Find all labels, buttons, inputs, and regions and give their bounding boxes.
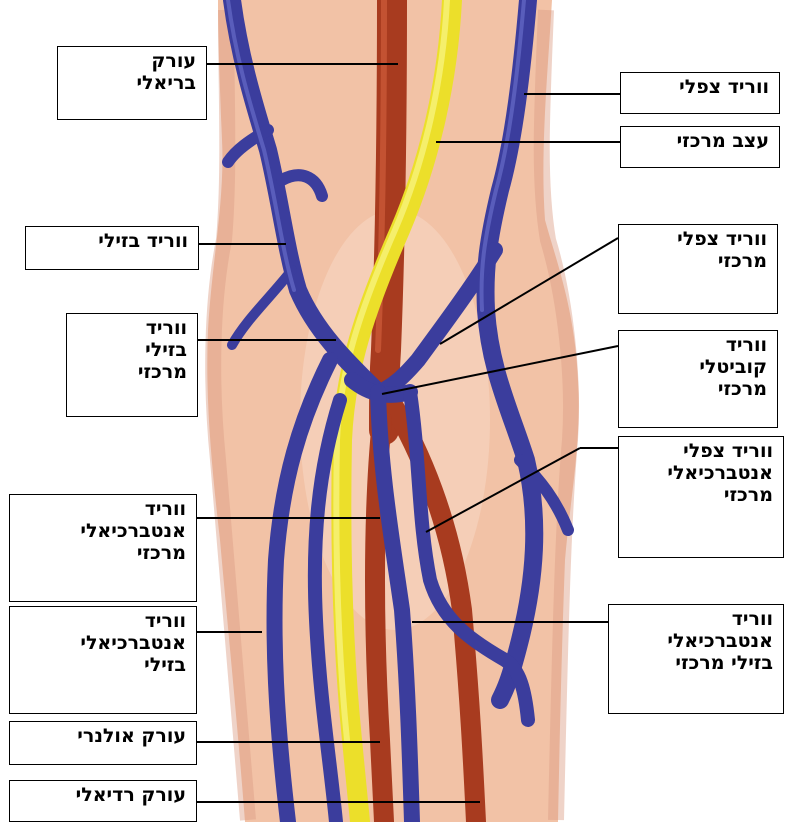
label-median-basilic-vein: ווריד בזילי מרכזי xyxy=(66,313,198,417)
label-median-nerve: עצב מרכזי xyxy=(620,126,780,168)
label-median-cephalic-vein: ווריד צפלי מרכזי xyxy=(618,224,778,314)
label-brachial-artery: עורק בריאלי xyxy=(57,46,207,120)
label-cephalic-vein: ווריד צפלי xyxy=(620,72,780,114)
label-median-basilic-antebrachial-vein: ווריד אנטברכיאלי בזילי מרכזי xyxy=(608,604,784,714)
label-radial-artery: עורק רדיאלי xyxy=(9,780,197,822)
label-basilic-antebrachial-vein: ווריד אנטברכיאלי בזילי xyxy=(9,606,197,714)
label-median-antebrachial-vein: ווריד אנטברכיאלי מרכזי xyxy=(9,494,197,602)
label-ulnar-artery: עורק אולנרי xyxy=(9,721,197,765)
label-basilic-vein: ווריד בזילי xyxy=(25,226,199,270)
label-median-antebrachial-cephalic-vein: ווריד צפלי אנטברכיאלי מרכזי xyxy=(618,436,784,558)
label-median-cubital-vein: ווריד קוביטלי מרכזי xyxy=(618,330,778,428)
